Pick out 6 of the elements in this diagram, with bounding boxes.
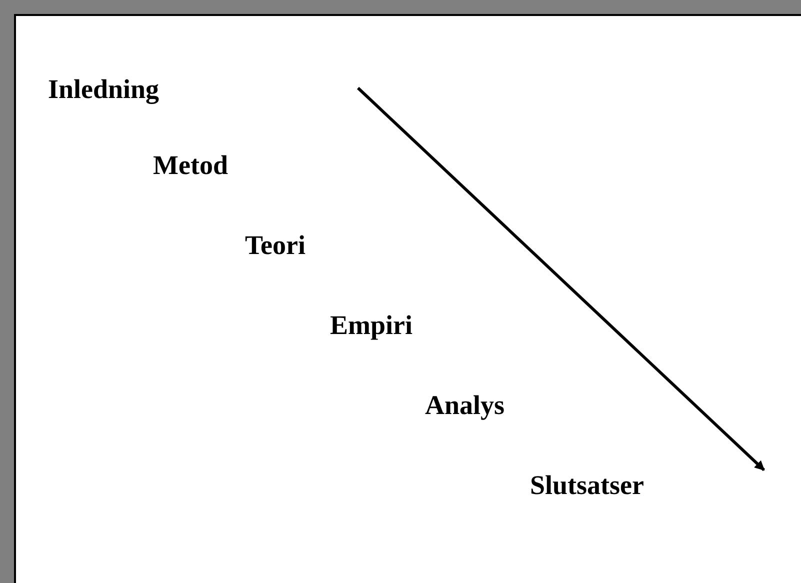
stage-label: Teori: [245, 229, 306, 262]
stage-label: Analys: [425, 389, 505, 422]
stage-label: Slutsatser: [530, 469, 644, 502]
stage-label: Inledning: [48, 73, 160, 106]
stage-label: Empiri: [330, 309, 413, 342]
stage-label: Metod: [153, 149, 228, 182]
